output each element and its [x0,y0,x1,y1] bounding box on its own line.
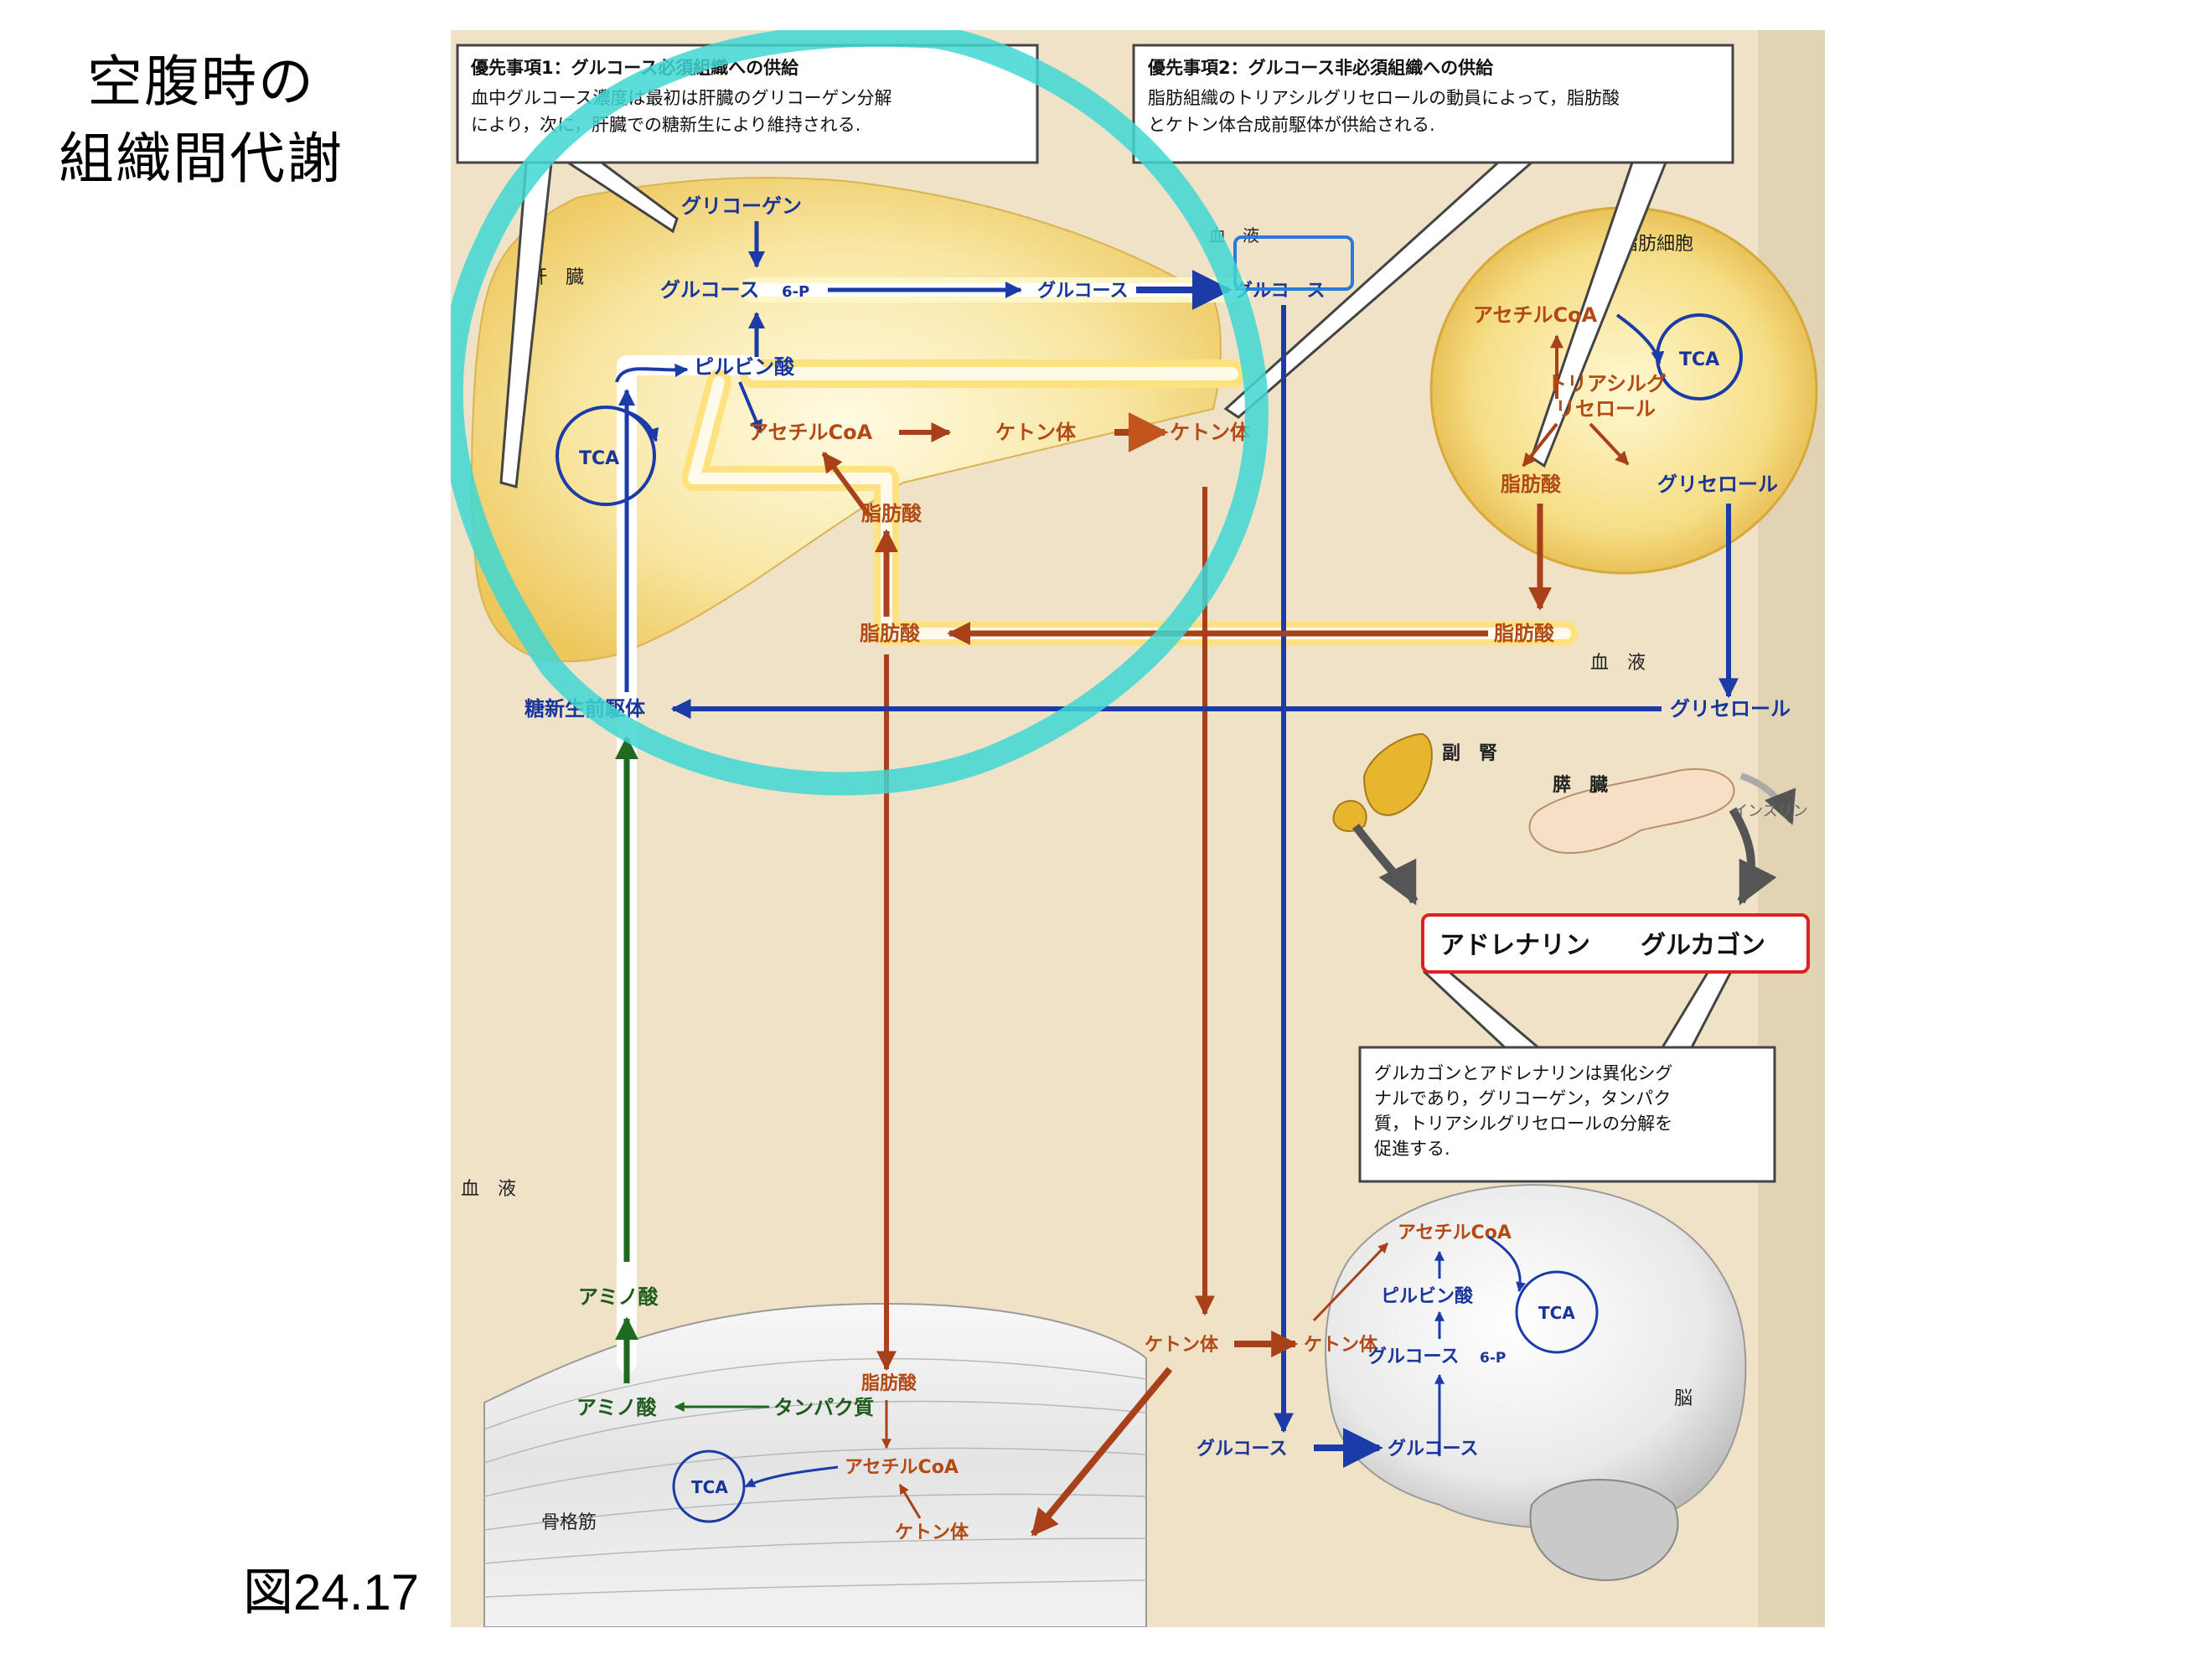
brain-ketone-label: ケトン体 [1304,1335,1378,1356]
blood-ketone-label: ケトン体 [1170,421,1251,444]
arrow-pyruvate-acetylcoa [738,381,762,434]
muscle-tca-label: TCA [691,1477,728,1497]
muscle-tca-cycle [672,1450,746,1523]
liver-glucose-label: グルコース [1037,280,1128,302]
brain-glucose-label: グルコース [1388,1438,1478,1460]
liver-tca-label: TCA [579,448,619,469]
callout-priority2-line1: 脂肪組織のトリアシルグリセロールの動員によって，脂肪酸 [1148,88,1620,108]
brain-tca-cycle [1515,1270,1599,1354]
slide-title: 空腹時の 組織間代謝 [34,44,369,198]
muscle-ketone-label: ケトン体 [895,1522,969,1543]
pancreas-label: 膵 臓 [1553,775,1608,796]
blood-glycerol-label: グリセロール [1670,697,1791,721]
arrow-pancreas-hormone [1729,807,1777,906]
brain-tca-label: TCA [1538,1303,1575,1323]
callout-hormones-line4: 促進する. [1374,1139,1450,1159]
blood-mid-label: 血 液 [1590,653,1646,674]
blood-fattyacid-right: 脂肪酸 [1494,622,1555,645]
brain-g6p-label: グルコース [1368,1346,1459,1367]
callout-hormones-line1: グルカゴンとアドレナリンは異化シグ [1374,1063,1672,1083]
liver-fattyacid-label: 脂肪酸 [861,502,923,525]
liver-tca-cycle [556,406,656,506]
arrow-precursor-pyruvate [615,364,689,383]
adipo-tca-arrow [1615,313,1665,365]
callout-priority1-line1: 血中グルコース濃度は最初は肝臓のグリコーゲン分解 [471,88,892,108]
adipo-tag-line1: トリアシルグ [1547,372,1667,395]
slide-title-line2: 組織間代謝 [59,127,344,191]
muscle-aminoacid-up-label: アミノ酸 [578,1285,659,1309]
arrow-brain-ketone-acetylcoa [1312,1242,1389,1322]
adrenal-gland [1332,732,1433,832]
callout-priority1-line2: により，次に，肝臓での糖新生により維持される. [471,115,861,135]
adrenal-label: 副 腎 [1442,743,1497,764]
brain-pyruvate-label: ピルビン酸 [1381,1286,1474,1307]
brain-g6p-suffix: 6-P [1480,1350,1506,1367]
adipo-tag-line2: リセロール [1555,397,1656,421]
muscle-label: 骨格筋 [541,1512,597,1533]
fasting-metabolism-diagram: 肝 臓 脂肪細胞 骨格筋 脳 副 腎 膵 臓 優先事項1：グルコース必須組織への… [451,30,1825,1627]
arrow-adrenal-hormone [1352,823,1419,906]
liver-g6p-label: グルコース [660,278,759,302]
brain-shape [1325,1184,1747,1530]
glycogen-label: グリコーゲン [681,194,802,218]
arrow-tag-fattyacid [1522,422,1558,468]
adrenaline-label: アドレナリン [1439,931,1590,960]
blood-glucose-lower-label: グルコース [1196,1438,1287,1460]
glucagon-label: グルカゴン [1641,931,1765,960]
arrow-tag-glycerol [1589,422,1630,466]
liver-ketone-label: ケトン体 [995,421,1077,444]
muscle-aminoacid-label: アミノ酸 [576,1396,658,1419]
callout-hormones-line3: 質，トリアシルグリセロールの分解を [1374,1114,1672,1134]
arrow-pancreas-insulin [1739,773,1796,825]
blood-left-label: 血 液 [461,1179,516,1200]
hormone-highlight-box [1421,913,1810,974]
adipo-acetylcoa-label: アセチルCoA [1473,303,1598,327]
arrow-fattyacid-acetylcoa [821,452,872,518]
muscle-acetylcoa-label: アセチルCoA [845,1457,959,1478]
muscle-fattyacid-label: 脂肪酸 [861,1372,917,1394]
liver-acetylcoa-label: アセチルCoA [748,421,873,444]
slide-title-line1: 空腹時の [87,49,315,114]
callout-hormones-line2: ナルであり，グリコーゲン，タンパク [1374,1088,1671,1109]
insulin-label: インスリン [1733,803,1808,820]
cerebellum [1529,1479,1679,1582]
blood-ketone-lower-label: ケトン体 [1145,1335,1219,1356]
pancreas [1528,767,1735,855]
arrow-ketone-to-muscle [1030,1367,1173,1537]
adipo-tca-label: TCA [1679,349,1719,370]
liver-pyruvate-label: ピルビン酸 [694,355,795,379]
callout-hormones: グルカゴンとアドレナリンは異化シグ ナルであり，グリコーゲン，タンパク 質，トリ… [1358,950,1776,1183]
arrow-muscle-ketone-acetylcoa [898,1483,922,1519]
callout-priority2-heading: 優先事項2：グルコース非必須組織への供給 [1147,58,1494,78]
brain-tca-arrow [1487,1235,1526,1293]
callout-priority2: 優先事項2：グルコース非必須組織への供給 脂肪組織のトリアシルグリセロールの動員… [1132,44,1734,468]
liver-highlight-circle [451,30,1269,796]
adipo-fattyacid-label: 脂肪酸 [1501,473,1562,496]
brain-label: 脳 [1674,1388,1693,1409]
muscle-tca-arrow [744,1465,839,1488]
callout-priority2-line2: とケトン体合成前駆体が供給される. [1148,115,1435,135]
figure-number: 図24.17 [243,1564,420,1620]
blood-fattyacid-left: 脂肪酸 [860,622,921,645]
adipo-glycerol-label: グリセロール [1657,473,1778,496]
muscle-protein-label: タンパク質 [773,1396,874,1419]
muscle-fibers [483,1357,1147,1598]
liver-g6p-suffix: 6-P [782,283,809,301]
